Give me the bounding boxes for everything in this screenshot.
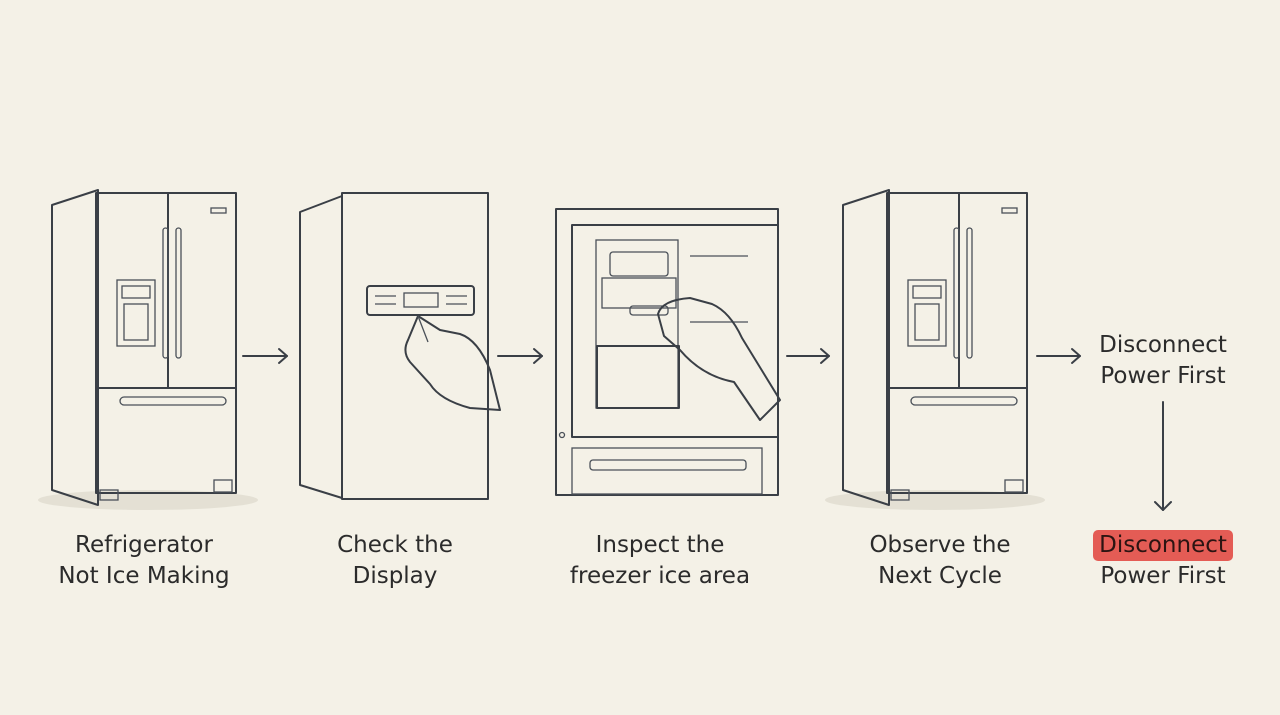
- caption-step-1-line-1: Refrigerator: [75, 532, 213, 558]
- fridge-illustration-2: [825, 189, 1045, 510]
- caption-step-3: Inspect the freezer ice area: [555, 530, 765, 592]
- arrow-2: [497, 348, 543, 364]
- caption-step-5-line-2: Power First: [1100, 563, 1226, 589]
- caption-step-5: Disconnect Power First: [1080, 530, 1246, 592]
- caption-step-3-line-2: freezer ice area: [569, 563, 751, 589]
- caption-step-1: Refrigerator Not Ice Making: [40, 530, 248, 592]
- caption-step-2-line-2: Display: [352, 563, 438, 589]
- side-note-line-1: Disconnect: [1099, 332, 1227, 358]
- caption-step-3-line-1: Inspect the: [595, 532, 725, 558]
- arrow-4: [1036, 348, 1081, 364]
- caption-step-5-highlight: Disconnect: [1093, 530, 1233, 561]
- side-note-line-2: Power First: [1100, 363, 1226, 389]
- fridge-display-illustration: [299, 192, 501, 500]
- arrow-down: [1154, 401, 1172, 511]
- caption-step-1-line-2: Not Ice Making: [58, 563, 230, 589]
- caption-step-4-line-2: Next Cycle: [878, 563, 1002, 589]
- arrow-3: [786, 348, 830, 364]
- fridge-illustration-1: [38, 189, 258, 510]
- side-note-label: Disconnect Power First: [1080, 330, 1246, 392]
- caption-step-4: Observe the Next Cycle: [850, 530, 1030, 592]
- caption-step-2-line-1: Check the: [337, 532, 453, 558]
- caption-step-2: Check the Display: [305, 530, 485, 592]
- arrow-1: [242, 348, 288, 364]
- caption-step-4-line-1: Observe the: [869, 532, 1011, 558]
- freezer-interior-illustration: [555, 208, 781, 496]
